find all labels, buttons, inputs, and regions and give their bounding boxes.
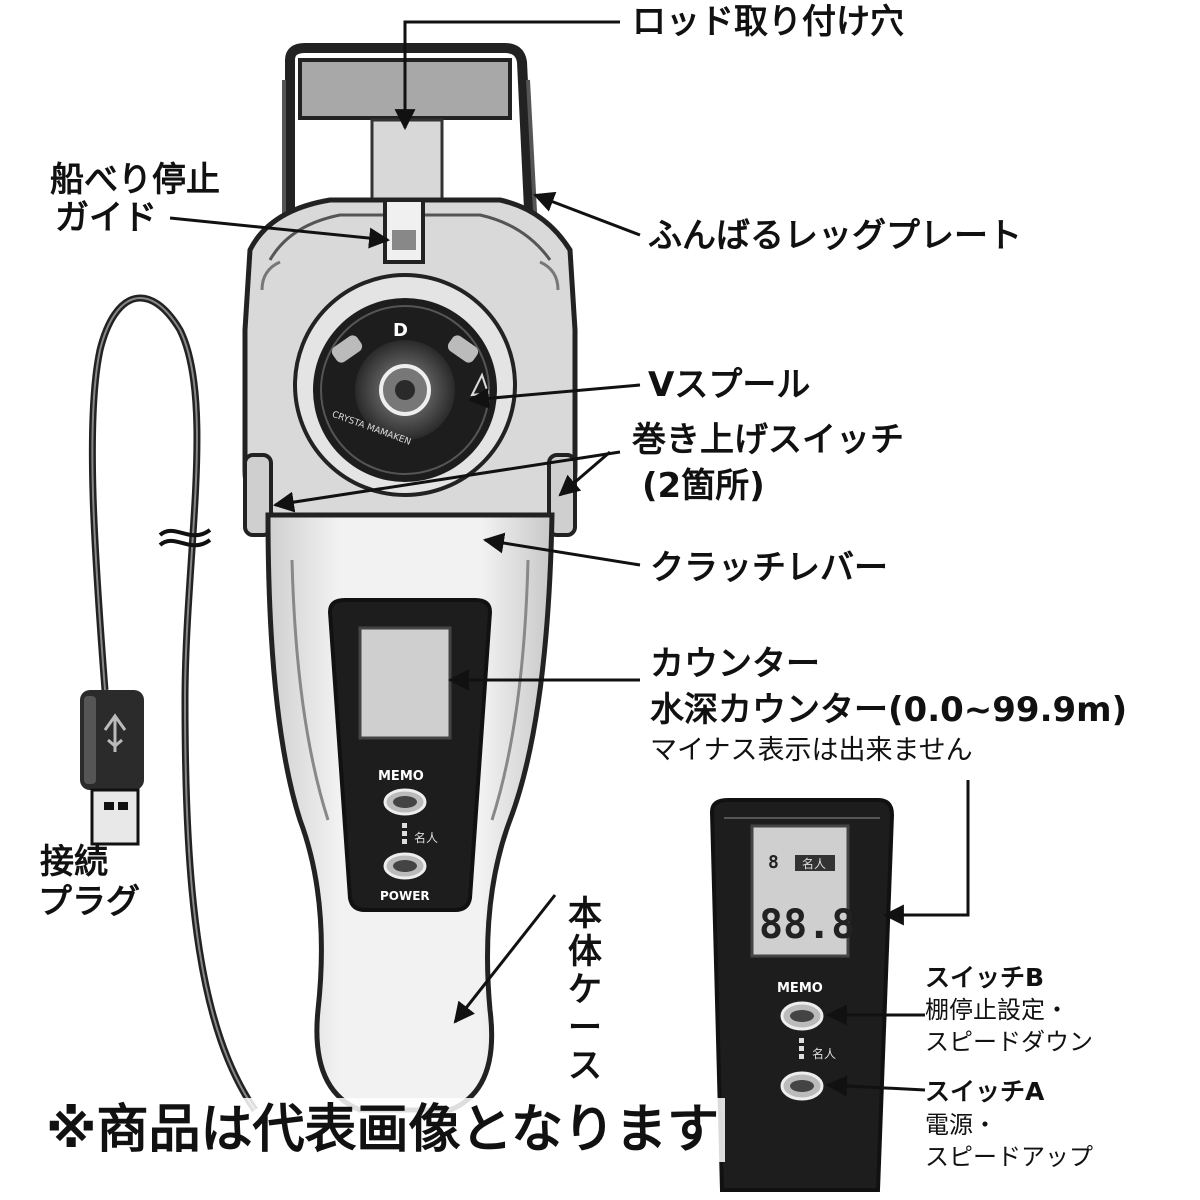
- label-boat-guide-1: 船べり停止: [50, 160, 220, 200]
- lcd-small-digit: 8: [768, 852, 779, 873]
- body-case-char-4: ー: [568, 1008, 602, 1048]
- label-counter-2: 水深カウンター(0.0~99.9m): [650, 690, 1128, 730]
- label-counter-3: マイナス表示は出来ません: [650, 735, 973, 766]
- v-spool: D CRYSTA MAMAKEN: [293, 273, 517, 497]
- body-case-char-1: 本: [568, 894, 602, 934]
- label-rod-hole: ロッド取り付け穴: [632, 2, 904, 42]
- label-boat-guide-2: ガイド: [55, 198, 157, 238]
- label-v-spool: Vスプール: [648, 365, 811, 405]
- usb-plug: [80, 690, 144, 846]
- body-case-char-2: 体: [568, 932, 602, 972]
- memo-label: MEMO: [378, 769, 424, 784]
- label-clutch-lever: クラッチレバー: [650, 548, 888, 588]
- label-switch-b-desc-2: スピードダウン: [925, 1028, 1093, 1056]
- body-case-char-5: ス: [568, 1046, 602, 1086]
- counter-detail: 8 名人 88.8 MEMO 名人: [709, 798, 895, 1192]
- label-switch-a-desc-2: スピードアップ: [925, 1143, 1093, 1171]
- lcd-meijin: 名人: [802, 856, 826, 871]
- label-switch-b-desc-1: 棚停止設定・: [925, 996, 1069, 1024]
- representative-image-notice: ※商品は代表画像となります: [40, 1098, 725, 1162]
- label-switch-a-desc-1: 電源・: [925, 1111, 997, 1139]
- counter-display: [358, 626, 452, 740]
- label-reel-switch-1: 巻き上げスイッチ: [632, 420, 904, 460]
- control-panel: MEMO 名人 POWER: [327, 598, 493, 912]
- body-case-char-3: ケ: [568, 970, 602, 1010]
- label-counter-1: カウンター: [650, 644, 820, 684]
- meijin-label-detail: 名人: [812, 1046, 836, 1061]
- label-body-case: 本 体 ケ ー ス: [565, 895, 605, 1085]
- reel-switch-left[interactable]: [243, 453, 273, 537]
- label-switch-a: スイッチA: [925, 1077, 1045, 1106]
- label-leg-plate: ふんばるレッグプレート: [648, 216, 1022, 256]
- meijin-label: 名人: [414, 830, 438, 845]
- memo-label-detail: MEMO: [777, 981, 823, 996]
- power-label: POWER: [380, 889, 430, 903]
- label-plug-2: プラグ: [38, 882, 140, 922]
- lcd-digits: 88.8: [759, 902, 855, 948]
- label-plug-1: 接続: [40, 842, 108, 882]
- leader-lines: [169, 20, 970, 1097]
- brand-mark: D: [393, 320, 408, 341]
- power-cord: [88, 294, 258, 1112]
- label-reel-switch-2: (2箇所): [642, 466, 765, 506]
- rod-hole-block: [370, 118, 444, 202]
- label-switch-b: スイッチB: [925, 963, 1045, 992]
